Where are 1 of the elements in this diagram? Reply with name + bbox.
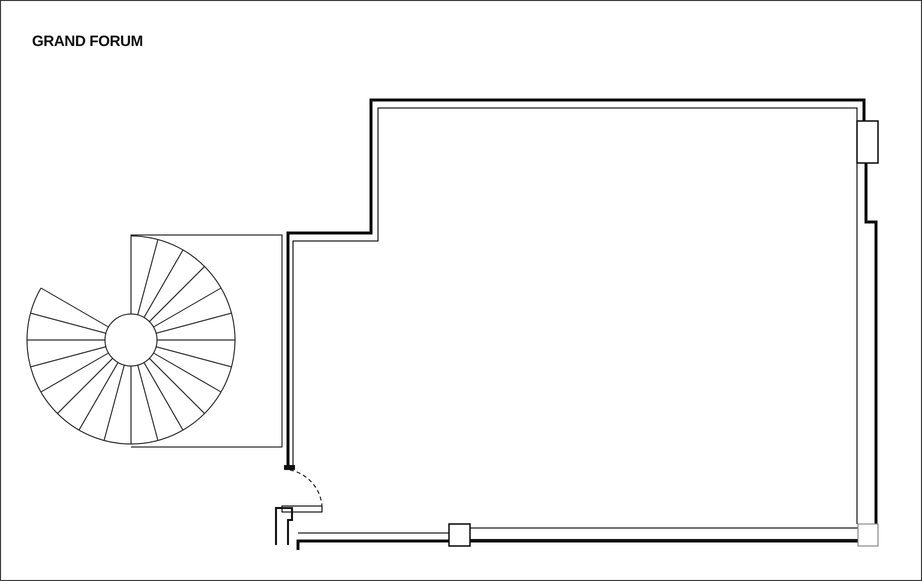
plan-title: GRAND FORUM bbox=[32, 33, 143, 50]
